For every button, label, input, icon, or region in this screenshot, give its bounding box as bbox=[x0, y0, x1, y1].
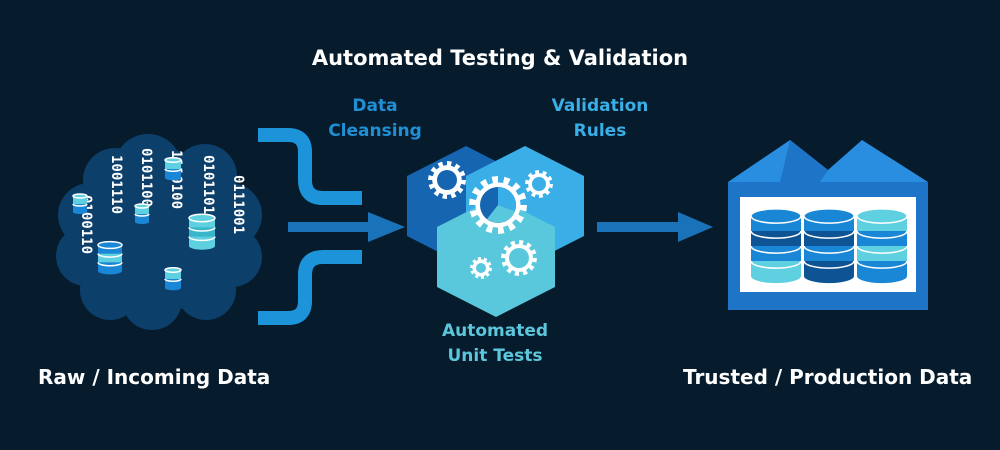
caption-raw-data: Raw / Incoming Data bbox=[38, 365, 271, 389]
database-icon bbox=[97, 240, 123, 275]
stage-label-unit-tests: Automated Unit Tests bbox=[441, 321, 549, 366]
diagram-title: Automated Testing & Validation bbox=[311, 46, 689, 70]
binary-digits: 0101100 bbox=[138, 148, 154, 207]
binary-digits: 0111001 bbox=[230, 175, 246, 234]
stage-label-validation-rules: Validation Rules bbox=[551, 96, 649, 141]
unit-test-hexagon bbox=[437, 197, 555, 317]
warehouse-icon bbox=[728, 140, 928, 310]
caption-trusted-data: Trusted / Production Data bbox=[683, 365, 973, 389]
database-icon bbox=[164, 156, 182, 181]
binary-digits: 1001110 bbox=[108, 155, 124, 214]
stage-label-data-cleansing: Data Cleansing bbox=[328, 96, 422, 141]
output-arrow-icon bbox=[597, 212, 713, 242]
database-icon bbox=[134, 203, 150, 224]
binary-digits: 01011010 bbox=[200, 155, 216, 222]
database-icon bbox=[188, 213, 216, 250]
input-arrow-icon bbox=[288, 212, 405, 242]
database-icon bbox=[750, 208, 802, 284]
database-icon bbox=[803, 208, 855, 284]
input-funnel-icon bbox=[258, 128, 362, 325]
database-icon bbox=[72, 193, 88, 214]
database-icon bbox=[164, 266, 182, 291]
database-icon bbox=[856, 208, 908, 284]
validation-hexagon-cluster bbox=[407, 146, 584, 317]
raw-data-cloud-icon: 0100110100111001011001110100010110100111… bbox=[56, 134, 262, 330]
